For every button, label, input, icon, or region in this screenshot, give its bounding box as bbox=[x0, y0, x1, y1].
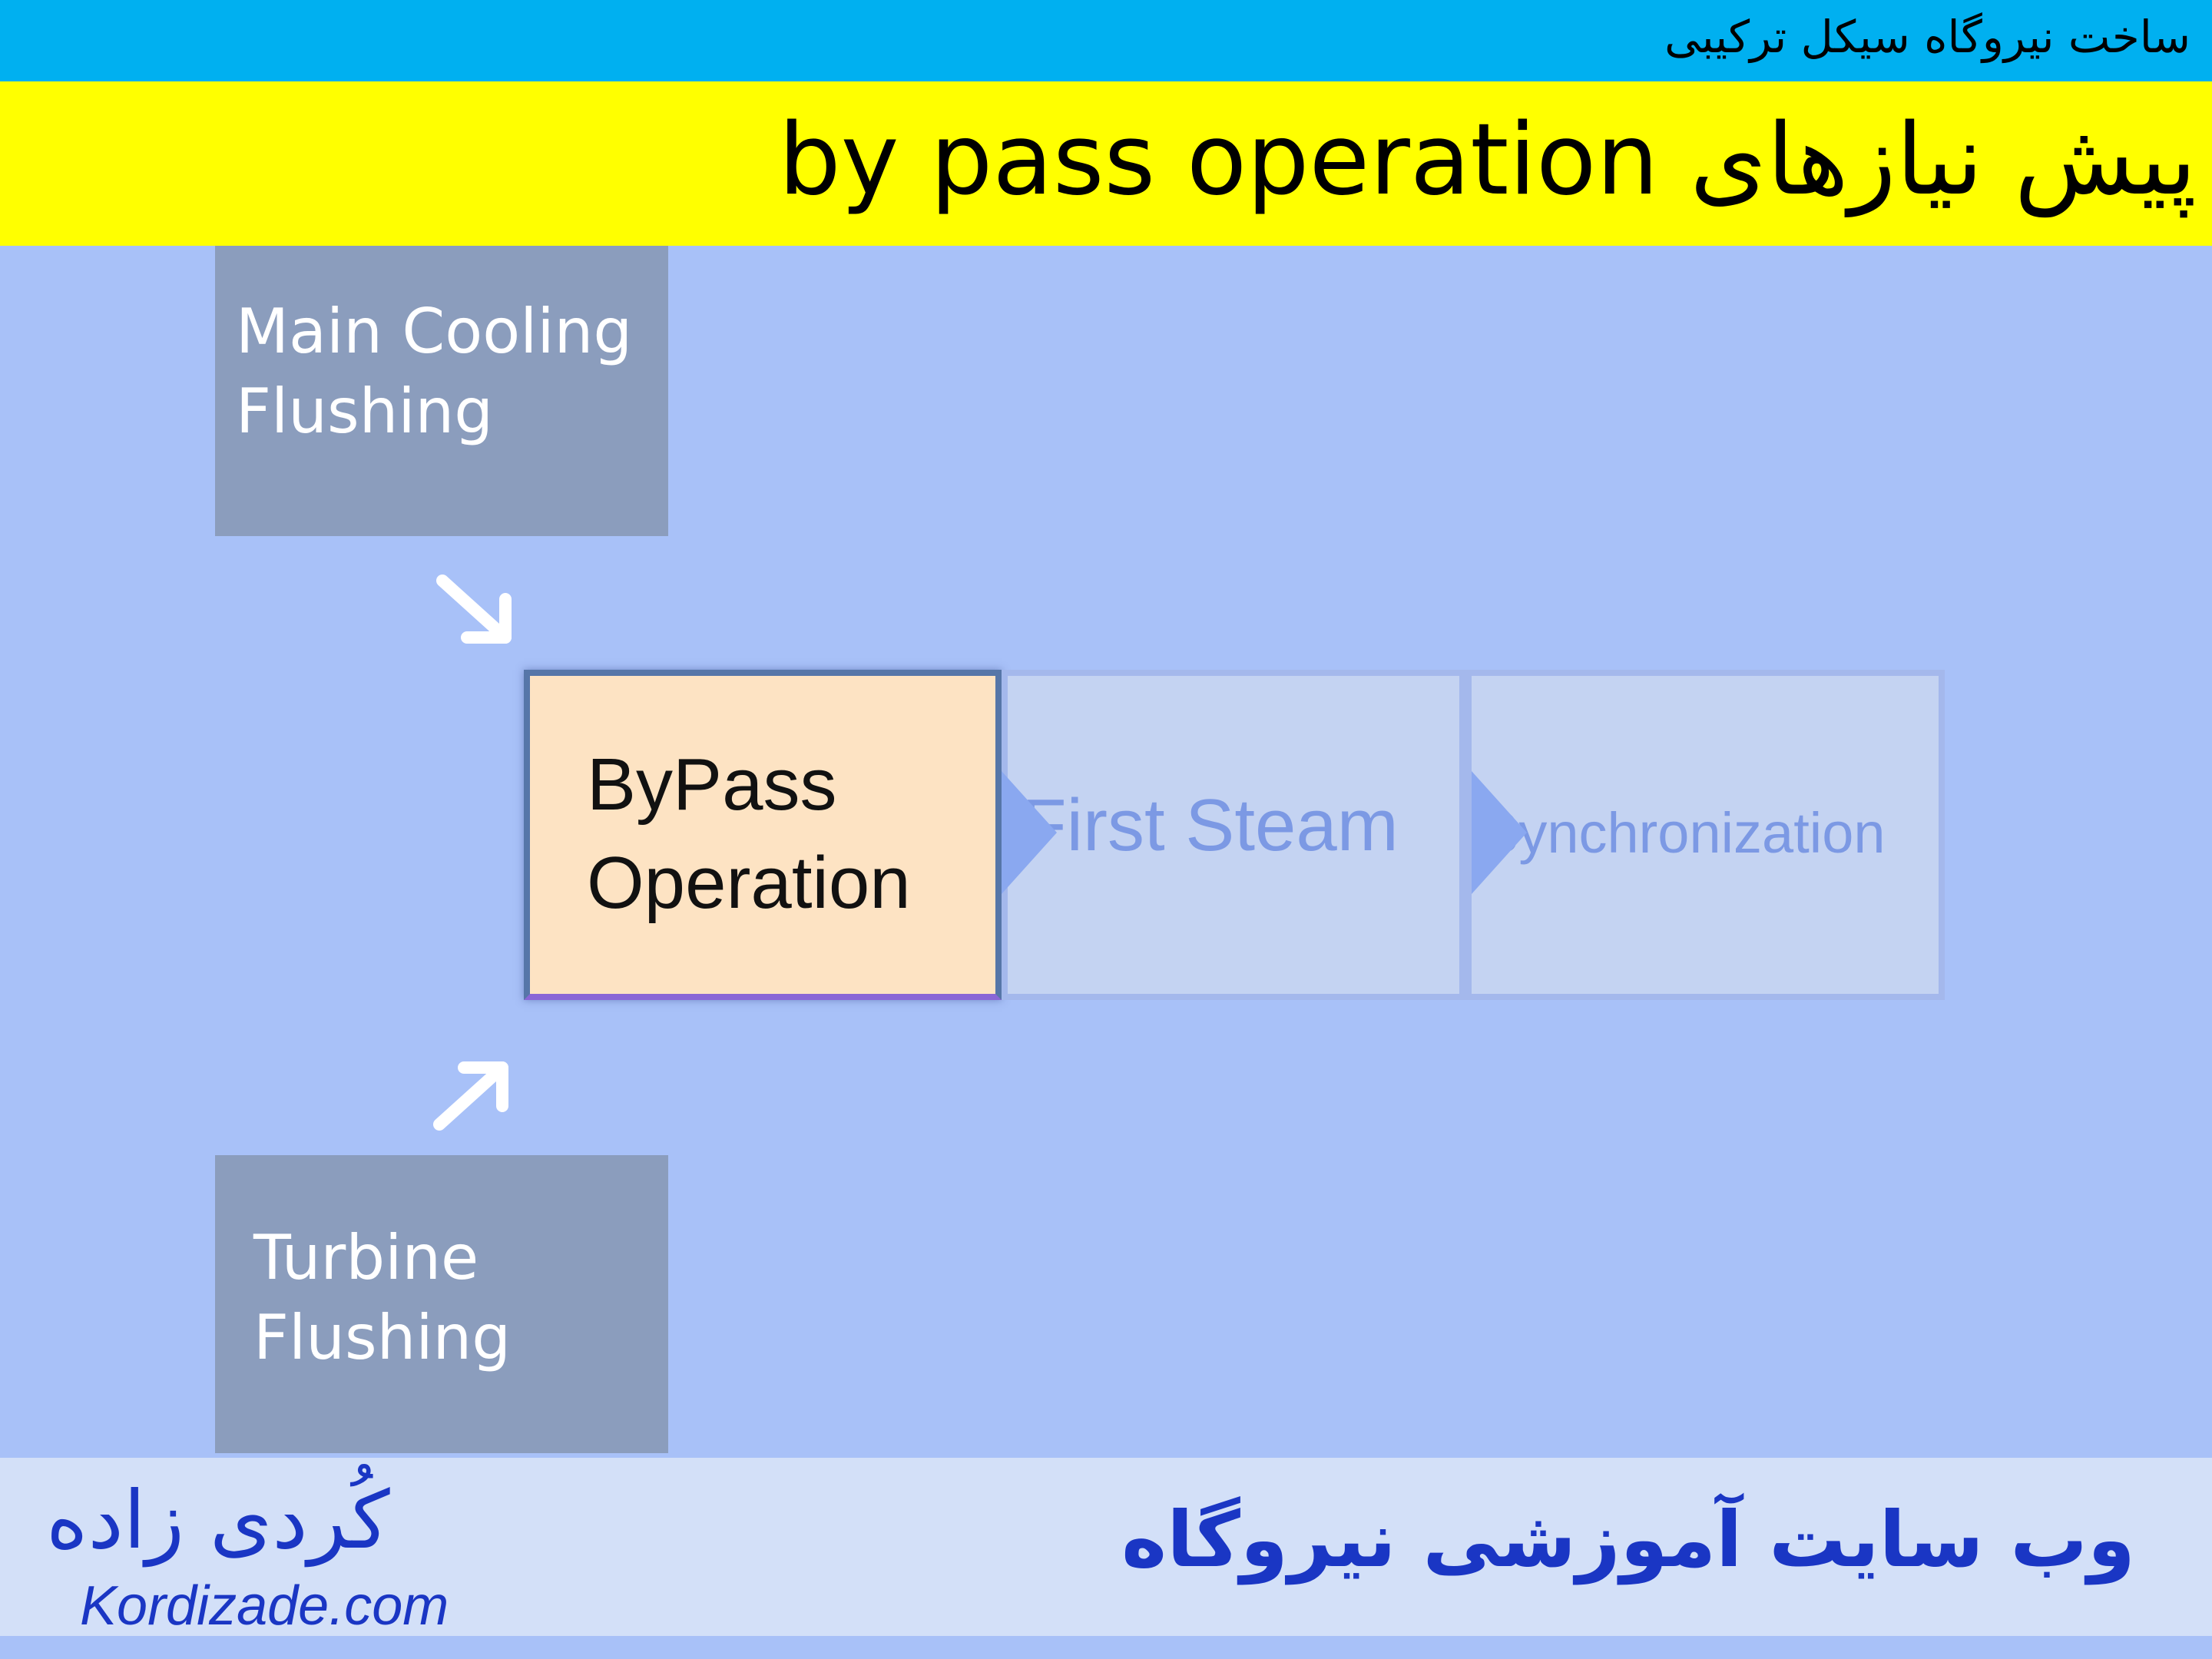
turbine-line1: Turbine bbox=[253, 1222, 479, 1293]
step-bypass-operation: ByPass Operation bbox=[524, 670, 1002, 1000]
step-bypass-line1: ByPass bbox=[587, 743, 837, 826]
website-tagline: وب سایت آموزشی نیروگاه bbox=[1121, 1495, 2135, 1584]
footer-strip bbox=[0, 1636, 2212, 1659]
step-synchronization: Synchronization bbox=[1465, 670, 1945, 1000]
step-synchronization-label: Synchronization bbox=[1481, 801, 1886, 865]
header-bar: ساخت نیروگاه سیکل ترکیبی bbox=[0, 0, 2212, 81]
turbine-line2: Flushing bbox=[253, 1302, 512, 1373]
arrow-down-right-icon bbox=[436, 575, 512, 644]
step-bypass-label: ByPass Operation bbox=[587, 736, 911, 932]
chevron-right-icon bbox=[1472, 771, 1527, 894]
logo-persian: کُردی زاده bbox=[46, 1473, 390, 1567]
main-cooling-line2: Flushing bbox=[236, 376, 494, 447]
main-cooling-flushing-box: Main Cooling Flushing bbox=[215, 246, 668, 536]
arrow-up-right-icon bbox=[433, 1061, 508, 1131]
footer bbox=[0, 1458, 2212, 1636]
turbine-flushing-box: Turbine Flushing bbox=[215, 1155, 668, 1453]
title-bar: پیش نیازهای by pass operation bbox=[0, 81, 2212, 246]
slide-title: پیش نیازهای by pass operation bbox=[778, 103, 2197, 217]
turbine-flushing-label: Turbine Flushing bbox=[253, 1218, 511, 1378]
step-first-steam: First Steam bbox=[1002, 670, 1465, 1000]
logo-website-url[interactable]: Kordizade.com bbox=[80, 1575, 449, 1637]
step-bypass-line2: Operation bbox=[587, 842, 911, 924]
main-cooling-line1: Main Cooling bbox=[236, 296, 633, 367]
header-subtitle: ساخت نیروگاه سیکل ترکیبی bbox=[1664, 11, 2190, 63]
chevron-right-icon bbox=[1002, 771, 1057, 894]
step-first-steam-label: First Steam bbox=[1022, 784, 1399, 866]
main-cooling-flushing-label: Main Cooling Flushing bbox=[236, 292, 632, 452]
